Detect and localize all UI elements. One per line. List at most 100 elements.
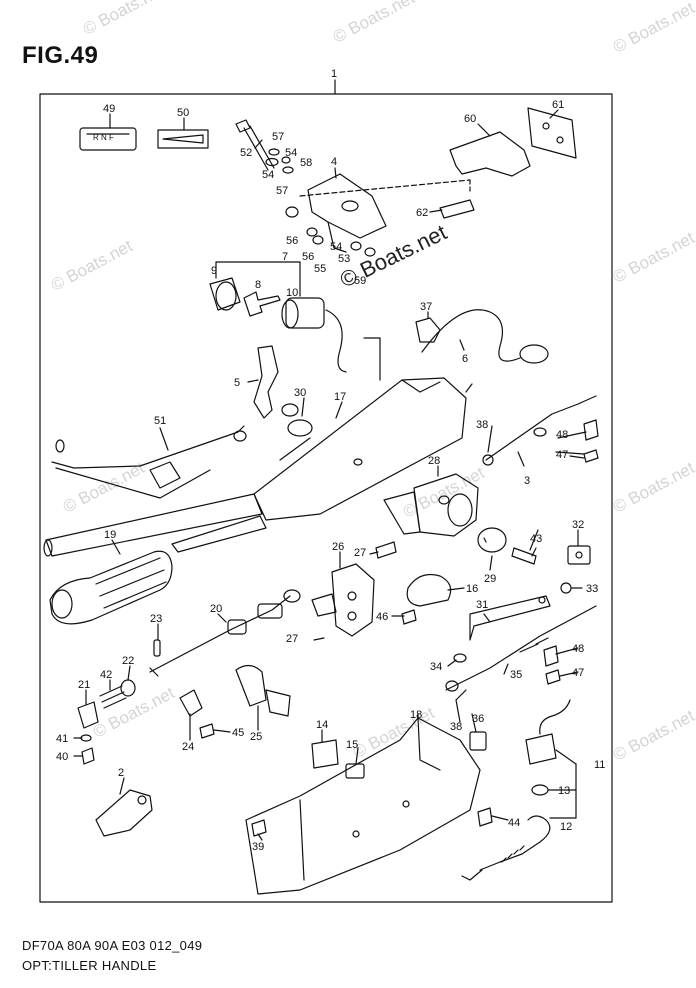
key bbox=[243, 291, 281, 317]
part-label: 35 bbox=[510, 669, 522, 681]
part-label: 31 bbox=[476, 599, 488, 611]
part-label: 59 bbox=[354, 275, 366, 287]
part-label: 51 bbox=[154, 415, 166, 427]
part-label: 21 bbox=[78, 679, 90, 691]
part-label: 54 bbox=[262, 169, 274, 181]
part-label: 2 bbox=[118, 767, 124, 779]
boot bbox=[477, 527, 507, 553]
shift-plate-text: R N F bbox=[93, 133, 114, 142]
part-label: 52 bbox=[240, 147, 252, 159]
switch-cover bbox=[209, 277, 241, 311]
part-label: 53 bbox=[338, 253, 350, 265]
part-label: 44 bbox=[508, 817, 520, 829]
part-label: 34 bbox=[430, 661, 442, 673]
part-label: 11 bbox=[594, 759, 605, 771]
part-label: 18 bbox=[410, 709, 422, 721]
part-label: 17 bbox=[334, 391, 346, 403]
mount-bracket bbox=[449, 131, 531, 177]
footer-code: DF70A 80A 90A E03 012_049 bbox=[22, 938, 203, 953]
part-label: 49 bbox=[103, 103, 115, 115]
shift-lever bbox=[469, 595, 551, 641]
part-label: 45 bbox=[232, 727, 244, 739]
part-label: 22 bbox=[122, 655, 134, 667]
rubber-block bbox=[469, 731, 487, 751]
part-label: 27 bbox=[286, 633, 298, 645]
part-labels: 1 2 3 4 5 6 7 8 9 10 11 12 13 14 15 16 1… bbox=[56, 68, 605, 853]
part-label: 3 bbox=[524, 475, 530, 487]
part-label: 7 bbox=[282, 251, 288, 263]
friction-knob bbox=[77, 701, 99, 729]
part-label: 58 bbox=[300, 157, 312, 169]
part-label: 1 bbox=[331, 68, 337, 80]
throttle-cable bbox=[485, 395, 597, 461]
part-label: 14 bbox=[316, 719, 328, 731]
shift-rod bbox=[149, 595, 291, 673]
part-label: 20 bbox=[210, 603, 222, 615]
part-label: 39 bbox=[252, 841, 264, 853]
pad bbox=[527, 107, 577, 159]
tiller-handle-body bbox=[253, 377, 467, 521]
part-label: 54 bbox=[330, 241, 342, 253]
part-label: 57 bbox=[276, 185, 288, 197]
emergency-switch bbox=[525, 733, 557, 765]
part-label: 57 bbox=[272, 131, 284, 143]
part-label: 47 bbox=[556, 449, 568, 461]
part-label: 4 bbox=[331, 156, 337, 168]
part-label: 15 bbox=[346, 739, 358, 751]
part-label: 6 bbox=[462, 353, 468, 365]
part-label: 8 bbox=[255, 279, 261, 291]
control-knob bbox=[406, 573, 452, 607]
part-label: 33 bbox=[586, 583, 598, 595]
part-label: 40 bbox=[56, 751, 68, 763]
switch-body bbox=[285, 297, 325, 329]
part-label: 38 bbox=[476, 419, 488, 431]
part-label: 42 bbox=[100, 669, 112, 681]
grommet bbox=[287, 419, 313, 437]
shift-indicator-plate bbox=[79, 127, 137, 151]
part-label: 12 bbox=[560, 821, 572, 833]
throttle-lever bbox=[253, 345, 279, 419]
part-label: 26 bbox=[332, 541, 344, 553]
part-label: 28 bbox=[428, 455, 440, 467]
part-label: 56 bbox=[302, 251, 314, 263]
wire-harness bbox=[421, 309, 521, 362]
part-label: 29 bbox=[484, 573, 496, 585]
plate bbox=[567, 545, 591, 565]
part-label: 56 bbox=[286, 235, 298, 247]
part-label: 41 bbox=[56, 733, 68, 745]
part-label: 30 bbox=[294, 387, 306, 399]
part-label: 24 bbox=[182, 741, 194, 753]
part-label: 47 bbox=[572, 667, 584, 679]
part-label: 13 bbox=[558, 785, 570, 797]
part-label: 37 bbox=[420, 301, 432, 313]
tiller-cover bbox=[245, 717, 481, 895]
part-label: 25 bbox=[250, 731, 262, 743]
part-label: 61 bbox=[552, 99, 564, 111]
part-label: 43 bbox=[530, 533, 542, 545]
assembly-frame bbox=[39, 93, 613, 903]
part-label: 16 bbox=[466, 583, 478, 595]
part-label: 9 bbox=[211, 265, 217, 277]
decal bbox=[157, 129, 209, 149]
part-label: 19 bbox=[104, 529, 116, 541]
part-label: 55 bbox=[314, 263, 326, 275]
cam bbox=[95, 789, 153, 837]
lanyard bbox=[479, 815, 551, 871]
part-label: 36 bbox=[472, 713, 484, 725]
link-rod bbox=[51, 425, 245, 469]
cable-clip bbox=[415, 317, 441, 343]
part-label: 54 bbox=[285, 147, 297, 159]
part-label: 46 bbox=[376, 611, 388, 623]
part-label: 23 bbox=[150, 613, 162, 625]
stop-switch bbox=[311, 739, 339, 769]
part-label: 50 bbox=[177, 107, 189, 119]
part-label: 48 bbox=[572, 643, 584, 655]
part-label: 32 bbox=[572, 519, 584, 531]
throttle-grip bbox=[49, 550, 173, 625]
figure-title: FIG.49 bbox=[22, 42, 99, 69]
part-label: 38 bbox=[450, 721, 462, 733]
part-label: 62 bbox=[416, 207, 428, 219]
shift-cable bbox=[445, 605, 597, 691]
